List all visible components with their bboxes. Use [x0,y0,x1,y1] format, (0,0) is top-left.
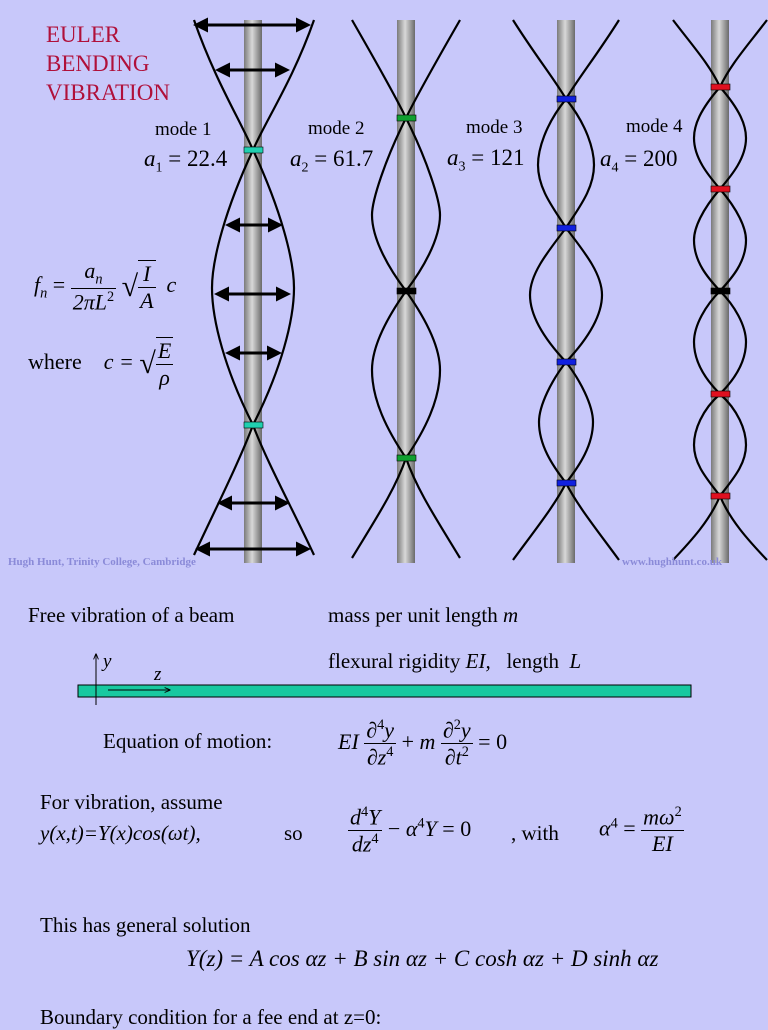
free-vibration-heading: Free vibration of a beam [28,603,235,627]
mode3-node-3 [556,358,577,366]
mode2-curve-left [351,19,442,559]
mode2-node-1 [396,114,417,122]
mode4-node-1 [710,83,731,91]
mode4-node-3 [710,287,731,295]
mode-1-coefficient: a1 = 22.4 [144,146,228,176]
mode3-curve-left [512,19,595,561]
credit-author: Hugh Hunt, Trinity College, Cambridge [8,556,196,568]
mode-1-label: mode 1 [155,119,212,140]
mode3-node-2 [556,224,577,232]
mode1-node-2 [243,421,264,429]
mode-3-label: mode 3 [466,117,523,138]
z-axis-label: z [154,664,162,685]
mode2-node-2 [396,287,417,295]
mode1-curve-left [192,19,255,556]
mode4-curve-right [692,19,768,561]
mode2-node-3 [396,454,417,462]
so-label: so [284,821,303,845]
equation-of-motion-label: Equation of motion: [103,729,273,753]
flexural-rigidity: flexural rigidity EI, length L [328,649,582,673]
mode4-curve-left [672,19,748,561]
mode1-node-1 [243,146,264,154]
title-line-1: EULER [46,22,121,47]
mode4-node-2 [710,185,731,193]
beam-diagram [77,650,692,705]
with-label: , with [511,821,559,845]
mode1-curve-right [251,19,316,556]
slide-panel: EULER BENDING VIBRATION mode 1 mode 2 mo… [8,17,768,568]
equation-of-motion: EI ∂4y∂z4 + m ∂2y∂t2 = 0 [338,717,508,770]
mode-2-coefficient: a2 = 61.7 [290,146,374,176]
mode-3-coefficient: a3 = 121 [447,145,525,175]
general-solution: Y(z) = A cos αz + B sin αz + C cosh αz +… [186,946,659,971]
mode-shapes-diagram [192,17,768,563]
mode-4-coefficient: a4 = 200 [600,146,678,176]
mode4-node-5 [710,492,731,500]
mode3-curve-right [537,19,620,561]
mode4-node-4 [710,390,731,398]
mode3-node-4 [556,479,577,487]
beam-rod-mode1 [244,20,262,563]
assume-line-1: For vibration, assume [40,790,223,814]
assume-line-2: y(x,t)=Y(x)cos(ωt), [40,821,201,845]
mode-4-label: mode 4 [626,116,683,137]
y-axis-label: y [103,651,112,672]
slide-title: EULER BENDING VIBRATION [46,20,170,107]
beam-rod-mode3 [557,20,575,563]
general-solution-label: This has general solution [40,913,251,937]
boundary-condition-label: Boundary condition for a fee end at z=0: [40,1005,382,1029]
title-line-3: VIBRATION [46,80,170,105]
mass-per-length: mass per unit length m [328,603,519,627]
beam-bar [77,684,692,698]
mode-2-label: mode 2 [308,118,365,139]
credit-website: www.hughhunt.co.uk [622,556,722,568]
title-line-2: BENDING [46,51,150,76]
mode3-node-1 [556,95,577,103]
